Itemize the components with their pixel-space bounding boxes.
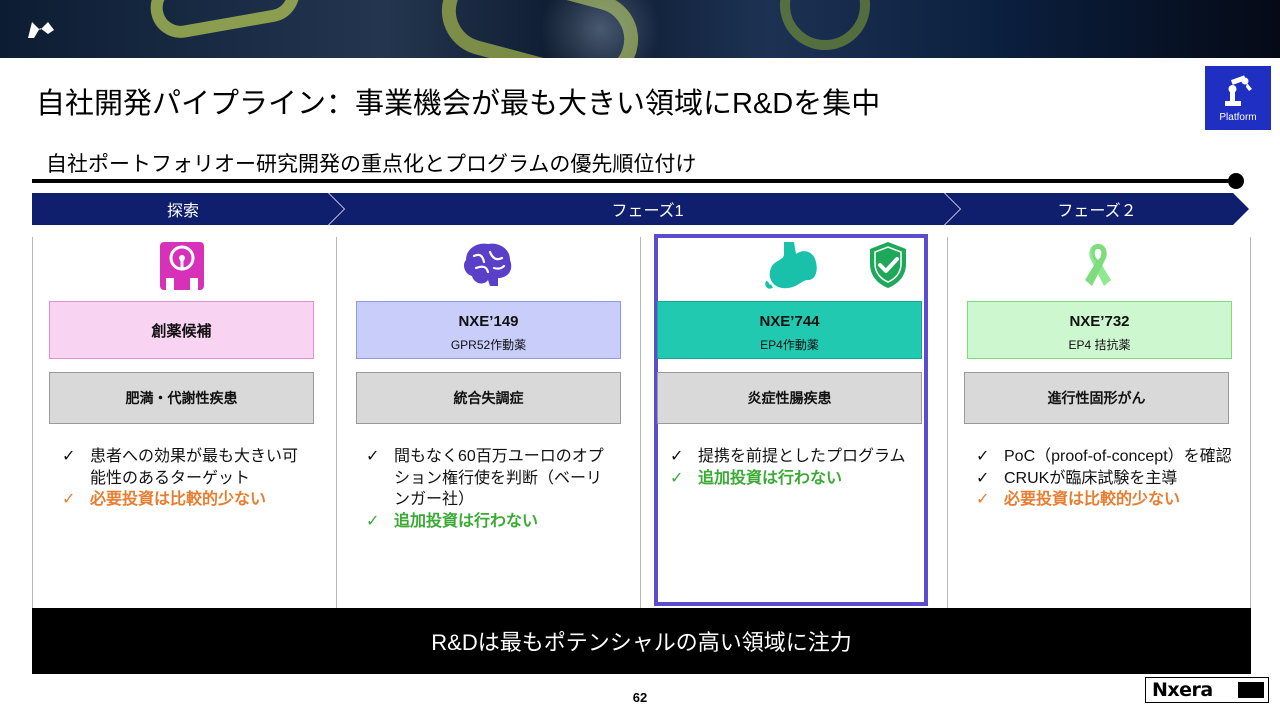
- brand-logo: Nxera: [1145, 677, 1269, 703]
- ribbon-icon: [1085, 244, 1111, 286]
- program-mechanism: GPR52作動薬: [450, 338, 527, 352]
- list-item: ✓患者への効果が最も大きい可能性のあるターゲット: [62, 448, 299, 487]
- stomach-icon: [765, 242, 817, 289]
- indication-box: 肥満・代謝性疾患: [49, 372, 314, 424]
- bullet-list: ✓PoC（proof-of-concept）を確認 ✓CRUKが臨床試験を主導 …: [976, 446, 1232, 511]
- list-item: ✓必要投資は比較的少ない: [62, 489, 302, 511]
- phase-label: 探索: [166, 203, 199, 220]
- program-name: NXE’732: [1069, 313, 1130, 330]
- brand-name: Nxera: [1152, 679, 1213, 701]
- phase-arrow-phase1: フェーズ1: [329, 193, 960, 225]
- bullet-list: ✓間もなく60百万ユーロのオプション権行使を判断（ベーリンガー社） ✓追加投資は…: [366, 446, 610, 532]
- page-number: 62: [632, 690, 648, 705]
- check-icon: ✓: [62, 448, 76, 465]
- check-icon: ✓: [976, 469, 990, 487]
- shield-check-icon: [870, 242, 906, 288]
- list-item: ✓追加投資は行わない: [366, 511, 610, 533]
- header-banner-image: [0, 0, 1280, 58]
- candidate-box-nxe744: NXE’744 EP4作動薬: [657, 301, 922, 359]
- list-item: ✓提携を前提としたプログラム: [670, 446, 910, 468]
- column-divider: [336, 237, 337, 609]
- robot-arm-icon: [1225, 75, 1252, 106]
- list-item: ✓必要投資は比較的少ない: [976, 489, 1232, 511]
- phase-label: フェーズ1: [611, 203, 684, 220]
- indication-box: 統合失調症: [356, 372, 621, 424]
- check-icon: ✓: [976, 491, 990, 508]
- timeline-end-dot: [1228, 173, 1244, 189]
- program-name: NXE’744: [759, 313, 820, 330]
- check-icon: ✓: [670, 448, 684, 465]
- list-item: ✓CRUKが臨床試験を主導: [976, 468, 1232, 490]
- candidate-box-nxe149: NXE’149 GPR52作動薬: [356, 301, 621, 359]
- column-divider: [640, 237, 641, 609]
- check-icon: ✓: [366, 512, 380, 530]
- scale-icon: [160, 242, 204, 290]
- list-item: ✓追加投資は行わない: [670, 468, 910, 490]
- section-subtitle: 自社ポートフォリオー研究開発の重点化とプログラムの優先順位付け: [46, 153, 697, 176]
- indication-box: 進行性固形がん: [964, 372, 1229, 424]
- check-icon: ✓: [366, 448, 380, 465]
- key-message-banner: R&Dは最もポテンシャルの高い領域に注力: [32, 608, 1251, 674]
- column-divider: [947, 237, 948, 609]
- phase-arrow-phase2: フェーズ２: [945, 193, 1249, 225]
- check-icon: ✓: [62, 491, 76, 508]
- platform-label: Platform: [1219, 112, 1257, 123]
- program-mechanism: EP4作動薬: [760, 338, 819, 352]
- program-name: 創薬候補: [151, 323, 212, 340]
- program-mechanism: EP4 拮抗薬: [1068, 338, 1131, 352]
- indication-box: 炎症性腸疾患: [657, 372, 922, 424]
- list-item: ✓間もなく60百万ユーロのオプション権行使を判断（ベーリンガー社）: [366, 448, 604, 508]
- candidate-box-discovery: 創薬候補: [49, 301, 314, 359]
- list-item: ✓PoC（proof-of-concept）を確認: [976, 446, 1232, 468]
- bullet-list: ✓患者への効果が最も大きい可能性のあるターゲット ✓必要投資は比較的少ない: [62, 446, 302, 511]
- page-title: 自社開発パイプライン：事業機会が最も大きい領域にR&Dを集中: [36, 88, 881, 120]
- brain-icon: [464, 243, 512, 286]
- candidate-box-nxe732: NXE’732 EP4 拮抗薬: [967, 301, 1232, 359]
- brand-mark-icon: [1238, 682, 1264, 698]
- phase-label: フェーズ２: [1057, 203, 1137, 220]
- bullet-list: ✓提携を前提としたプログラム ✓追加投資は行わない: [670, 446, 910, 489]
- platform-badge: Platform: [1205, 66, 1271, 130]
- program-name: NXE’149: [458, 313, 519, 330]
- phase-arrow-exploration: 探索: [32, 193, 344, 225]
- company-logo-icon: [28, 22, 54, 38]
- timeline-line: [32, 179, 1236, 183]
- highlight-frame: [654, 234, 928, 606]
- check-icon: ✓: [976, 448, 990, 465]
- column-divider: [1250, 237, 1251, 609]
- column-divider: [32, 237, 33, 609]
- check-icon: ✓: [670, 469, 684, 487]
